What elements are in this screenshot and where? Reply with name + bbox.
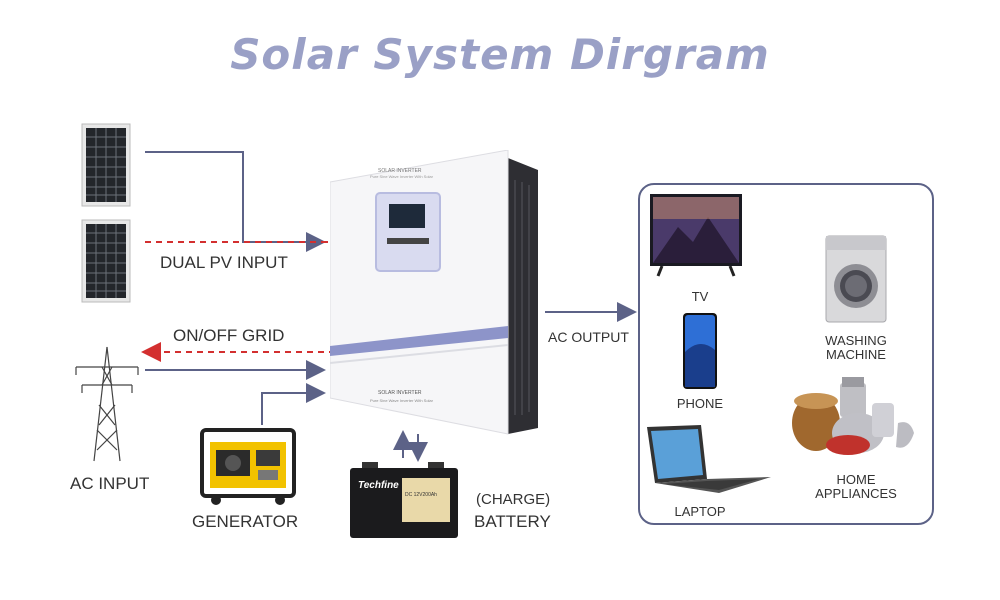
battery-terminal-pos <box>428 462 444 470</box>
diagram-title: Solar System Dirgram <box>230 30 770 79</box>
ac-input-label: AC INPUT <box>70 474 150 493</box>
washing-machine-icon <box>825 235 887 323</box>
inverter-top-label: SOLAR INVERTER <box>378 168 422 174</box>
battery-unit: Techfine DC 12V200Ah <box>350 462 458 540</box>
ac-output-label: AC OUTPUT <box>548 329 629 345</box>
phone-icon <box>683 313 717 389</box>
battery-terminal-neg <box>362 462 378 470</box>
laptop-icon <box>647 425 771 493</box>
battery-brand: Techfine <box>358 480 399 491</box>
tv-icon <box>650 194 742 277</box>
inverter-sub-label: Pure Sine Wave Inverter With Solar <box>370 174 433 179</box>
phone-label: PHONE <box>676 396 724 411</box>
laptop-label: LAPTOP <box>674 504 726 519</box>
solar-inverter: SOLAR INVERTER Pure Sine Wave Inverter W… <box>330 150 545 435</box>
home-appliances-label-line2: APPLIANCES <box>815 486 897 501</box>
control-panel <box>375 192 441 272</box>
solar-panel-1 <box>81 123 131 207</box>
battery-charge-note: (CHARGE) <box>476 491 551 508</box>
lcd-display <box>389 204 425 228</box>
generator-label: GENERATOR <box>192 512 299 531</box>
control-buttons <box>387 238 429 244</box>
ac-loads-panel <box>638 183 934 525</box>
battery-sticker: DC 12V200Ah <box>402 478 450 522</box>
transmission-tower-icon <box>75 346 139 462</box>
washing-machine-label-line2: MACHINE <box>826 347 886 362</box>
battery-spec: DC 12V200Ah <box>405 492 437 498</box>
inverter-body <box>330 150 538 435</box>
inverter-bottom-label: SOLAR INVERTER <box>378 390 422 396</box>
on-off-grid-label: ON/OFF GRID <box>173 326 285 345</box>
pv-wire-1 <box>145 151 326 252</box>
inverter-bottom-sub: Pure Sine Wave Inverter With Solar <box>370 398 433 403</box>
tv-label: TV <box>691 289 709 304</box>
generator-icon <box>200 428 296 505</box>
generator-wire <box>261 383 326 425</box>
dual-pv-input-label: DUAL PV INPUT <box>160 253 288 272</box>
washing-machine-label-line1: WASHING <box>825 333 887 348</box>
home-appliances-label-line1: HOME <box>836 472 876 487</box>
home-appliances-icon <box>792 377 914 455</box>
battery-label: BATTERY <box>474 512 551 531</box>
solar-panel-2 <box>81 219 131 303</box>
